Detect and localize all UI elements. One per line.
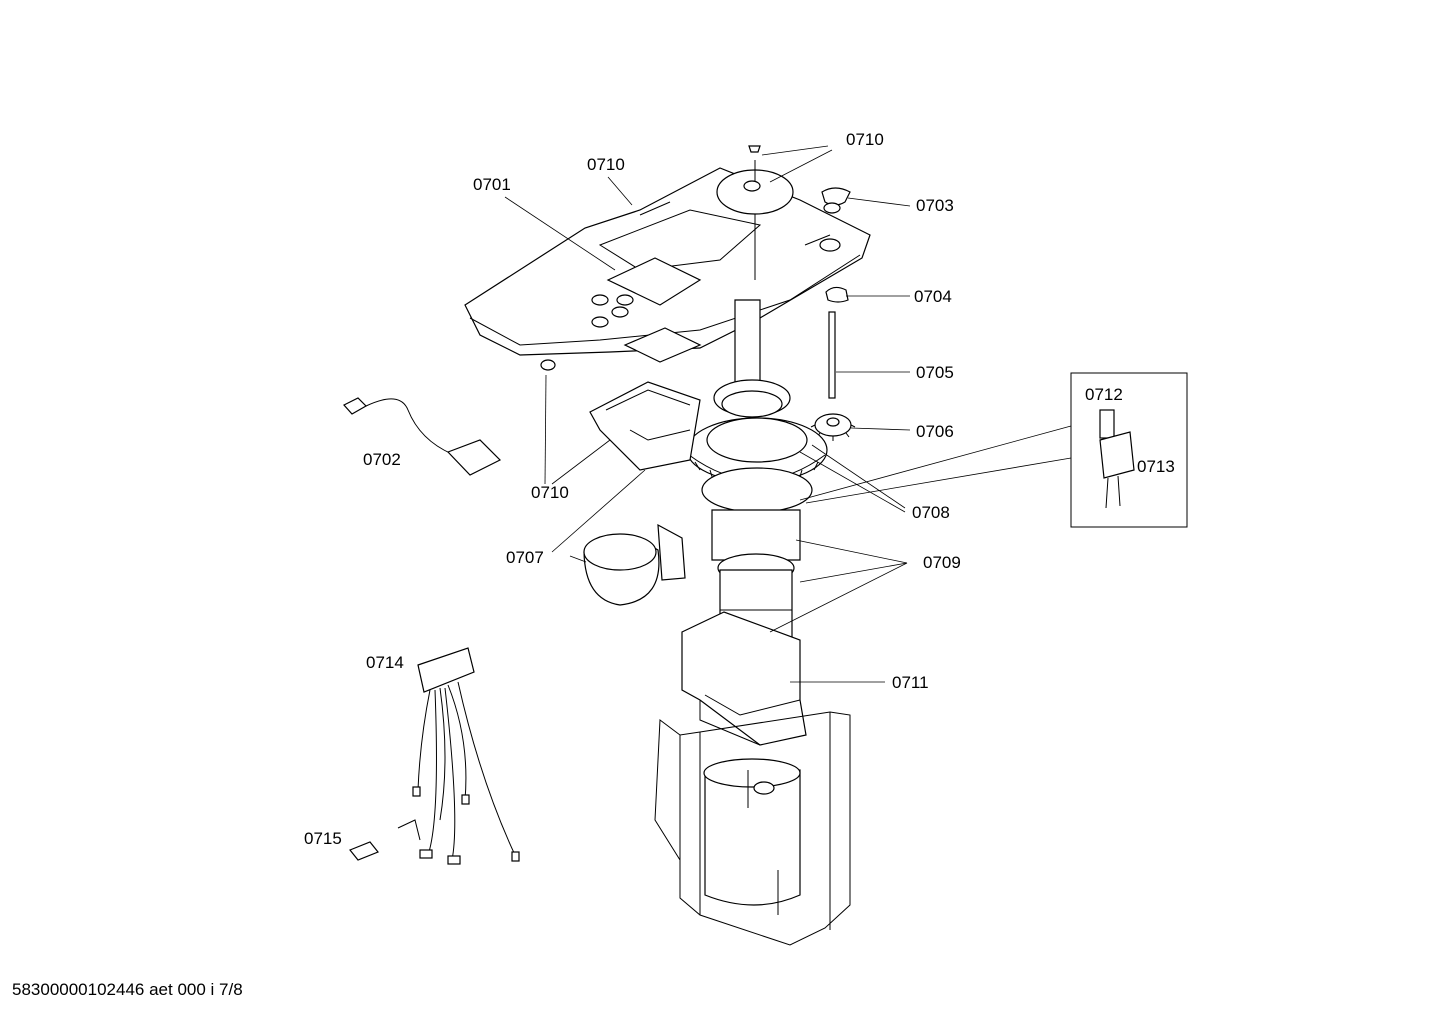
callout-0715: 0715 (304, 829, 342, 848)
sensor-cable (343, 397, 502, 476)
document-id-footer: 58300000102446 aet 000 i 7/8 (12, 980, 243, 999)
inset-box (1070, 372, 1188, 528)
callout-0705: 0705 (916, 363, 954, 382)
knob-part (821, 187, 851, 214)
shaft-part (828, 311, 836, 399)
callout-0710-top: 0710 (846, 130, 884, 149)
chute-part (589, 381, 701, 471)
callout-0704: 0704 (914, 287, 952, 306)
grinder-assembly (686, 299, 828, 668)
leader-lines (504, 145, 1072, 683)
callout-0703: 0703 (916, 196, 954, 215)
callout-0712: 0712 (1085, 385, 1123, 404)
wire-harness (397, 647, 520, 865)
funnel-cup (583, 523, 686, 606)
callout-0708: 0708 (912, 503, 950, 522)
callout-0706: 0706 (916, 422, 954, 441)
lower-housing (654, 711, 851, 946)
callout-0713: 0713 (1137, 457, 1175, 476)
callout-0709: 0709 (923, 553, 961, 572)
callout-0701: 0701 (473, 175, 511, 194)
top-disc (716, 145, 794, 280)
top-cover-plate (464, 167, 871, 371)
callout-0702: 0702 (363, 450, 401, 469)
callout-0714: 0714 (366, 653, 404, 672)
callout-0710-bottom: 0710 (531, 483, 569, 502)
small-gear-part (810, 413, 856, 441)
callout-0710-left: 0710 (587, 155, 625, 174)
callout-0707: 0707 (506, 548, 544, 567)
callout-0711: 0711 (892, 673, 929, 692)
grinder-bracket (681, 611, 807, 746)
connector-part (349, 841, 379, 861)
clip-part (825, 286, 849, 303)
